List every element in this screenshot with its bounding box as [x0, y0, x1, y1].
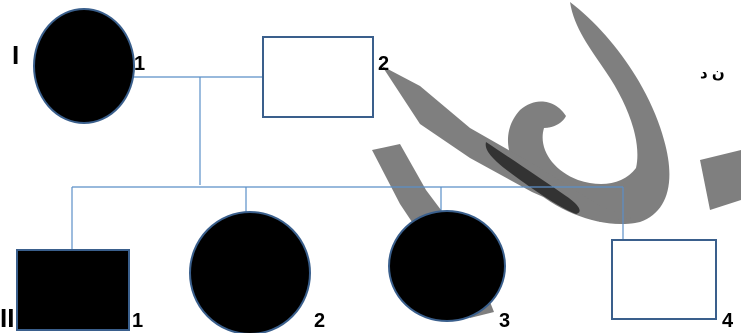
individual-I-1 — [33, 8, 135, 124]
individual-II-4 — [611, 239, 717, 320]
watermark-stroke-tail — [700, 150, 741, 210]
individual-I-2-label: 2 — [378, 53, 390, 75]
watermark-stroke-dark — [485, 142, 580, 214]
watermark-stroke-long — [382, 66, 632, 222]
individual-II-3-label: 3 — [499, 310, 511, 332]
individual-II-4-label: 4 — [722, 310, 734, 332]
individual-II-1-label: 1 — [132, 310, 144, 332]
partial-arabic-text: ن د — [700, 65, 725, 82]
generation-label-I: I — [12, 40, 20, 70]
generation-label-II: II — [0, 303, 15, 333]
individual-II-1 — [16, 249, 130, 331]
individual-I-2 — [262, 36, 374, 118]
individual-II-3 — [388, 210, 506, 322]
individual-II-2 — [189, 211, 311, 333]
individual-I-1-label: 1 — [134, 53, 146, 75]
connector-lines — [71, 76, 624, 250]
watermark-stroke-hook — [507, 2, 670, 225]
individual-II-2-label: 2 — [314, 310, 326, 332]
